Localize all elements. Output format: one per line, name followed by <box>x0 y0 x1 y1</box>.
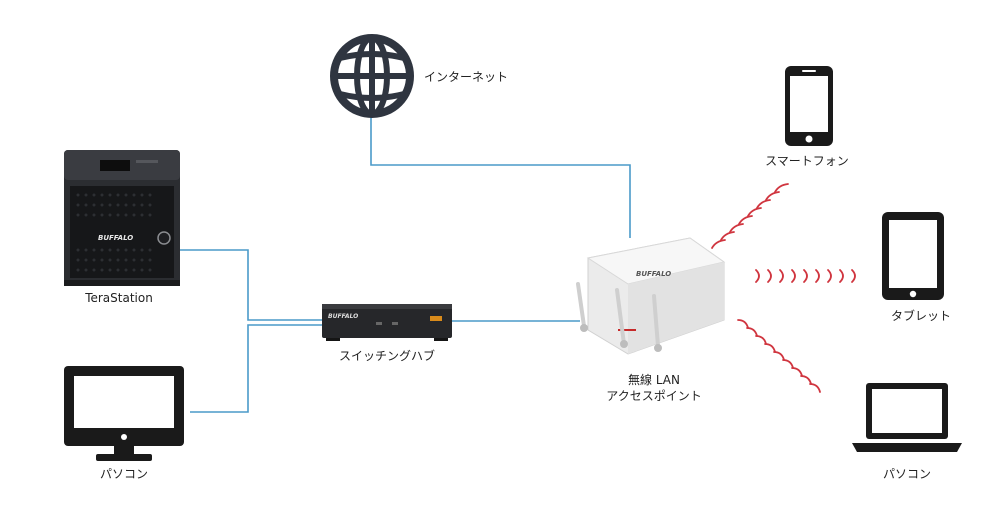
svg-text:BUFFALO: BUFFALO <box>328 313 358 320</box>
tablet-icon <box>882 212 944 300</box>
ap-label-line2: アクセスポイント <box>606 389 701 403</box>
laptop-label: パソコン <box>883 467 931 481</box>
ap-brand: BUFFALO <box>636 270 671 278</box>
pc-left-label: パソコン <box>100 467 148 481</box>
wireless-signal-smartphone <box>711 183 789 249</box>
wire-internet-to-ap <box>370 115 631 238</box>
terastation-label: TeraStation <box>84 291 153 305</box>
access-point-device: BUFFALO <box>576 237 726 355</box>
laptop-icon <box>852 383 962 452</box>
tablet-label: タブレット <box>891 308 951 323</box>
switching-hub-label: スイッチングハブ <box>339 348 435 363</box>
smartphone-icon <box>785 66 833 146</box>
smartphone-label: スマートフォン <box>765 154 849 168</box>
globe-icon <box>330 34 414 118</box>
wireless-signal-tablet <box>755 269 856 283</box>
ap-label-line1: 無線 LAN <box>628 372 680 387</box>
terastation-device: BUFFALO <box>64 150 180 286</box>
wire-pc-to-switch <box>190 324 322 413</box>
switching-hub-device: BUFFALO <box>322 304 452 341</box>
wire-nas-to-switch <box>178 249 322 321</box>
monitor-icon <box>64 366 184 461</box>
internet-label: インターネット <box>424 70 508 84</box>
wireless-signal-laptop <box>737 319 821 393</box>
terastation-brand: BUFFALO <box>98 234 133 242</box>
